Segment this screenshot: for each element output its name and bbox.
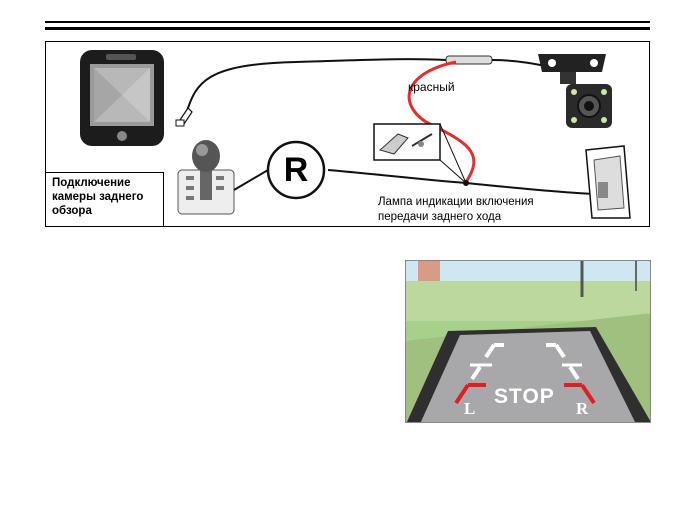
diagram-caption: Подключение камеры заднего обзора <box>46 172 164 226</box>
caption-line-3: обзора <box>52 205 92 217</box>
rearview-scene <box>406 261 650 422</box>
caption-line-1: Подключение <box>52 177 131 189</box>
caption-line-2: камеры заднего <box>52 191 144 203</box>
reverse-lamp-label-line-2: передачи заднего хода <box>378 211 502 223</box>
tail-lamp-icon <box>585 145 631 219</box>
right-guide-label: R <box>576 399 589 418</box>
header-rule-thick <box>45 27 650 30</box>
reverse-lamp-label: Лампа индикации включения передачи задне… <box>378 195 534 225</box>
stop-label: STOP <box>494 385 555 408</box>
gear-shifter-icon <box>177 140 235 215</box>
connection-diagram: R красный Лампа индикации включения пере… <box>45 41 650 227</box>
red-wire-label: красный <box>408 80 455 94</box>
reverse-lamp-label-line-1: Лампа индикации включения <box>378 196 534 208</box>
left-guide-label: L <box>464 399 476 418</box>
rear-camera-icon <box>538 54 612 128</box>
header-rule-thin <box>45 21 650 23</box>
dashcam-icon <box>80 50 164 146</box>
diagram-drawing <box>80 50 631 219</box>
reverse-gear-letter: R <box>283 150 309 189</box>
wire-tap-icon <box>373 123 467 184</box>
rearview-screen: STOP L R <box>405 260 651 423</box>
